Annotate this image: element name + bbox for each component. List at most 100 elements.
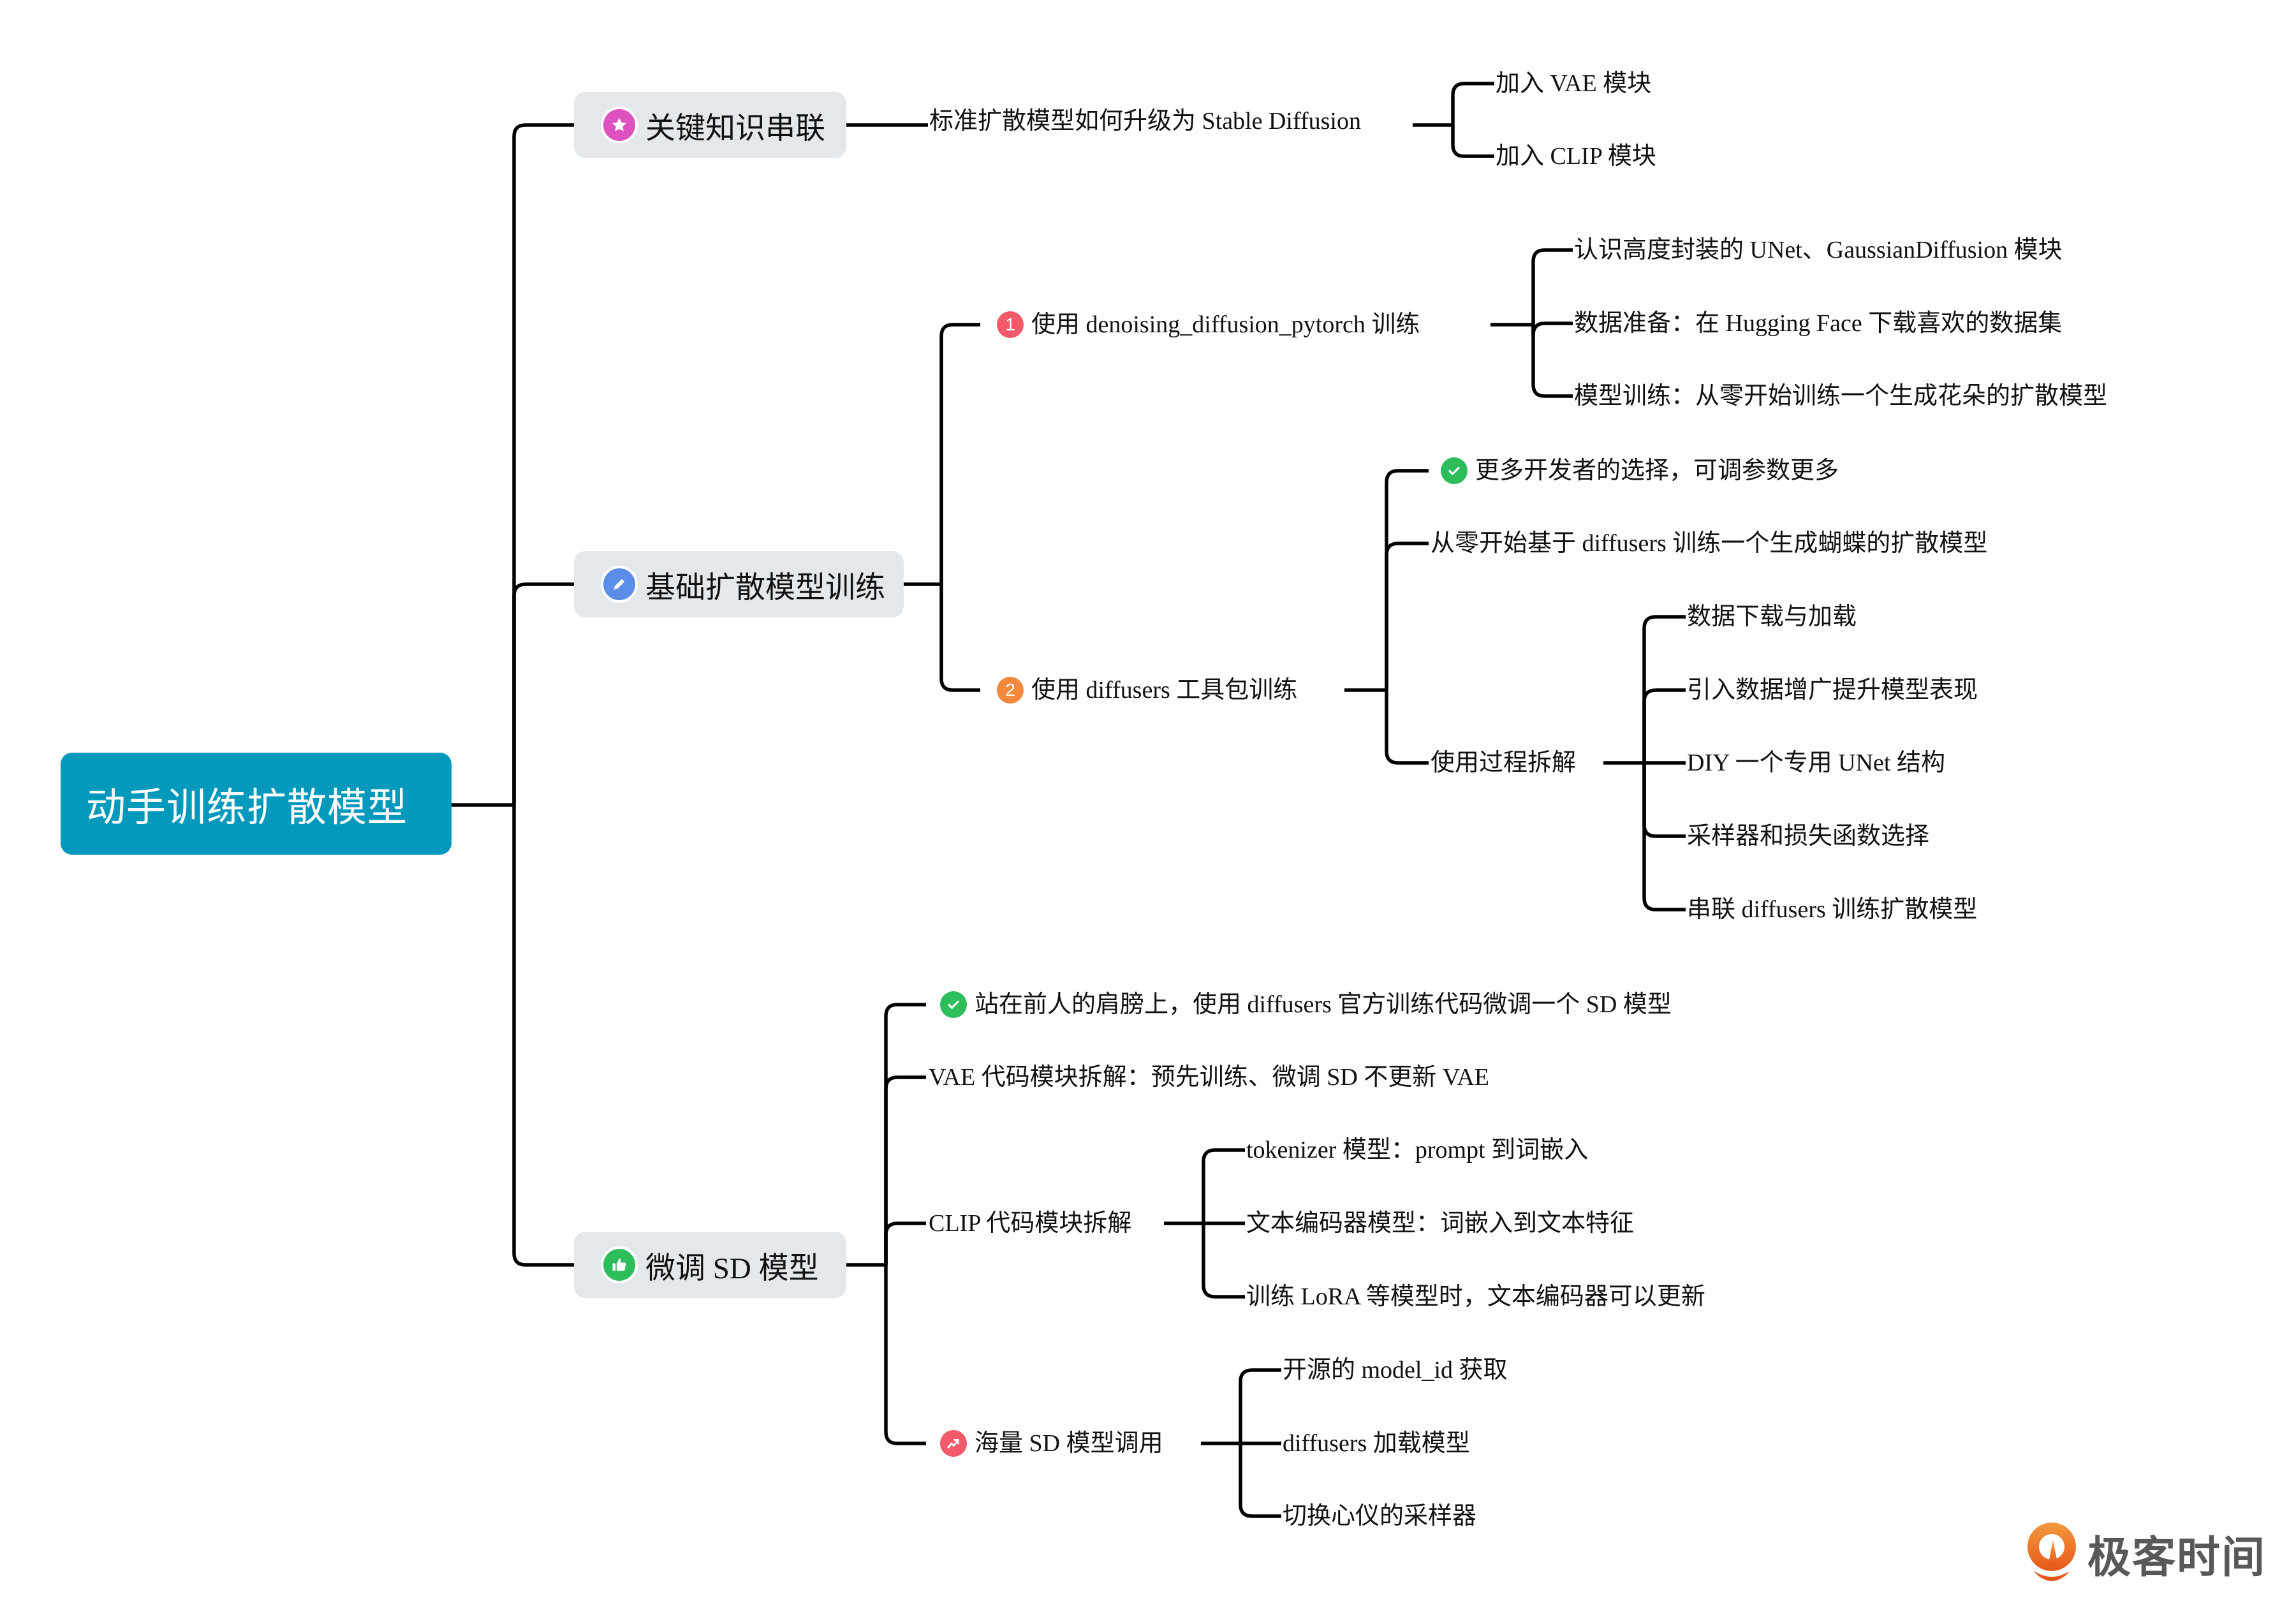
subtopic-add-clip[interactable]: 加入 CLIP 模块: [1496, 144, 1656, 168]
subtopic-label: 从零开始基于 diffusers 训练一个生成蝴蝶的扩散模型: [1431, 530, 1988, 557]
subtopic-model-training[interactable]: 模型训练：从零开始训练一个生成花朵的扩散模型: [1574, 384, 2107, 408]
connector-diffusers: [1344, 469, 1429, 765]
step-label: 采样器和损失函数选择: [1687, 823, 1930, 850]
topic-label: CLIP 代码模块拆解: [929, 1210, 1132, 1237]
connector-branch: [1642, 688, 1686, 763]
number-2-badge-icon: 2: [997, 677, 1024, 704]
topic-diffusers-training[interactable]: 2 使用 diffusers 工具包训练: [997, 677, 1297, 704]
step-label: 串联 diffusers 训练扩散模型: [1687, 896, 1978, 923]
star-icon: [601, 107, 638, 144]
branch-key-knowledge[interactable]: 关键知识串联: [574, 92, 846, 158]
connector-branch: [939, 323, 980, 584]
topic-label: VAE 代码模块拆解：预先训练、微调 SD 不更新 VAE: [929, 1064, 1489, 1091]
connector-branch: [1385, 690, 1429, 765]
check-icon: [1441, 457, 1468, 484]
connector-denoising: [1490, 248, 1573, 398]
subtopic-label: 更多开发者的选择，可调参数更多: [1475, 457, 1839, 484]
connector-branch: [1385, 542, 1429, 690]
connector-branch: [1451, 82, 1494, 125]
connector-branch: [884, 1265, 926, 1445]
thumbs-up-icon: [601, 1246, 638, 1283]
subtopic-add-vae[interactable]: 加入 VAE 模块: [1496, 71, 1651, 96]
trend-up-icon: [940, 1430, 967, 1457]
topic-label: 使用 diffusers 工具包训练: [1031, 677, 1298, 704]
step-data-loading[interactable]: 数据下载与加载: [1687, 605, 1857, 629]
subtopic-tokenizer[interactable]: tokenizer 模型：prompt 到词嵌入: [1246, 1138, 1588, 1162]
subtopic-label: 加入 CLIP 模块: [1496, 143, 1656, 170]
geektime-logo: 极客时间: [2025, 1521, 2266, 1586]
connector-branch: [1642, 763, 1686, 911]
topic-sd-model-usage[interactable]: 海量 SD 模型调用: [940, 1430, 1163, 1457]
step-label: DIY 一个专用 UNet 结构: [1687, 749, 1945, 776]
connector-branch: [1451, 125, 1494, 158]
subtopic-label: tokenizer 模型：prompt 到词嵌入: [1246, 1137, 1589, 1163]
step-sampler-loss[interactable]: 采样器和损失函数选择: [1687, 824, 1929, 848]
connector-branch: [1531, 325, 1573, 398]
subtopic-label: 模型训练：从零开始训练一个生成花朵的扩散模型: [1574, 383, 2108, 409]
subtopic-model-id[interactable]: 开源的 model_id 获取: [1283, 1358, 1508, 1382]
subtopic-process-breakdown[interactable]: 使用过程拆解: [1431, 751, 1576, 775]
topic-sd-upgrade[interactable]: 标准扩散模型如何升级为 Stable Diffusion: [929, 109, 1361, 133]
subtopic-label: 数据准备：在 Hugging Face 下载喜欢的数据集: [1574, 310, 2063, 337]
subtopic-data-prep[interactable]: 数据准备：在 Hugging Face 下载喜欢的数据集: [1574, 311, 2062, 336]
check-icon: [940, 991, 967, 1018]
geektime-logo-text: 极客时间: [2087, 1533, 2267, 1583]
subtopic-switch-sampler[interactable]: 切换心仪的采样器: [1283, 1504, 1476, 1528]
connector-branch: [1239, 1368, 1281, 1443]
connector-basic-training: [904, 323, 980, 692]
step-chain-training[interactable]: 串联 diffusers 训练扩散模型: [1687, 897, 1977, 922]
branch-label: 关键知识串联: [645, 112, 825, 145]
connector-branch: [884, 1075, 926, 1265]
connector-branch: [1531, 248, 1573, 325]
subtopic-label: 切换心仪的采样器: [1283, 1503, 1477, 1530]
connector-branch: [884, 1221, 926, 1265]
connector-sd-usage: [1201, 1368, 1281, 1518]
branch-basic-training[interactable]: 基础扩散模型训练: [574, 551, 904, 617]
step-data-augmentation[interactable]: 引入数据增广提升模型表现: [1687, 678, 1978, 702]
connector-branch: [1202, 1223, 1245, 1299]
connector-branch: [1642, 615, 1686, 763]
topic-clip-breakdown[interactable]: CLIP 代码模块拆解: [929, 1211, 1131, 1236]
subtopic-lora-update[interactable]: 训练 LoRA 等模型时，文本编码器可以更新: [1246, 1285, 1705, 1309]
branch-finetune-sd[interactable]: 微调 SD 模型: [574, 1232, 846, 1298]
branch-label: 基础扩散模型训练: [645, 571, 885, 605]
subtopic-unet-gaussian[interactable]: 认识高度封装的 UNet、GaussianDiffusion 模块: [1574, 238, 2063, 262]
topic-label: 海量 SD 模型调用: [975, 1430, 1163, 1457]
subtopic-label: 加入 VAE 模块: [1496, 70, 1652, 97]
subtopic-diffusers-load[interactable]: diffusers 加载模型: [1283, 1431, 1470, 1456]
connector-branch: [1531, 321, 1573, 337]
subtopic-more-choice[interactable]: 更多开发者的选择，可调参数更多: [1441, 457, 1839, 484]
connector-branch: [884, 1003, 926, 1265]
connector-branch: [1239, 1443, 1281, 1518]
connector-branch: [1385, 469, 1429, 690]
connector-branch: [1202, 1148, 1245, 1223]
number-1-badge-icon: 1: [997, 311, 1024, 338]
topic-label: 站在前人的肩膀上，使用 diffusers 官方训练代码微调一个 SD 模型: [975, 991, 1672, 1018]
topic-vae-breakdown[interactable]: VAE 代码模块拆解：预先训练、微调 SD 不更新 VAE: [929, 1065, 1489, 1089]
topic-label: 使用 denoising_diffusion_pytorch 训练: [1031, 311, 1420, 338]
connector-branch: [512, 123, 574, 805]
connector-clip: [1164, 1148, 1245, 1299]
step-label: 数据下载与加载: [1687, 603, 1857, 630]
connector-finetune: [846, 1003, 926, 1445]
subtopic-butterfly-model[interactable]: 从零开始基于 diffusers 训练一个生成蝴蝶的扩散模型: [1431, 531, 1987, 556]
subtopic-label: 训练 LoRA 等模型时，文本编码器可以更新: [1246, 1283, 1705, 1310]
geektime-logo-icon: [2025, 1521, 2079, 1586]
pencil-icon: [601, 566, 638, 603]
subtopic-label: 文本编码器模型：词嵌入到文本特征: [1246, 1210, 1635, 1237]
step-diy-unet[interactable]: DIY 一个专用 UNet 结构: [1687, 751, 1945, 775]
connector-sd-upgrade: [1413, 82, 1494, 158]
connector-branch: [512, 582, 574, 805]
subtopic-label: 认识高度封装的 UNet、GaussianDiffusion 模块: [1574, 237, 2063, 263]
step-label: 引入数据增广提升模型表现: [1687, 677, 1978, 704]
subtopic-text-encoder[interactable]: 文本编码器模型：词嵌入到文本特征: [1246, 1211, 1634, 1236]
subtopic-label: 开源的 model_id 获取: [1283, 1357, 1508, 1383]
root-node[interactable]: 动手训练扩散模型: [61, 753, 452, 855]
root-label: 动手训练扩散模型: [86, 786, 408, 830]
topic-denoising-diffusion-pytorch[interactable]: 1 使用 denoising_diffusion_pytorch 训练: [997, 311, 1420, 338]
connector-branch: [512, 805, 574, 1267]
topic-official-finetune[interactable]: 站在前人的肩膀上，使用 diffusers 官方训练代码微调一个 SD 模型: [940, 991, 1672, 1018]
connector-process: [1603, 615, 1686, 911]
connector-root: [452, 123, 574, 1267]
